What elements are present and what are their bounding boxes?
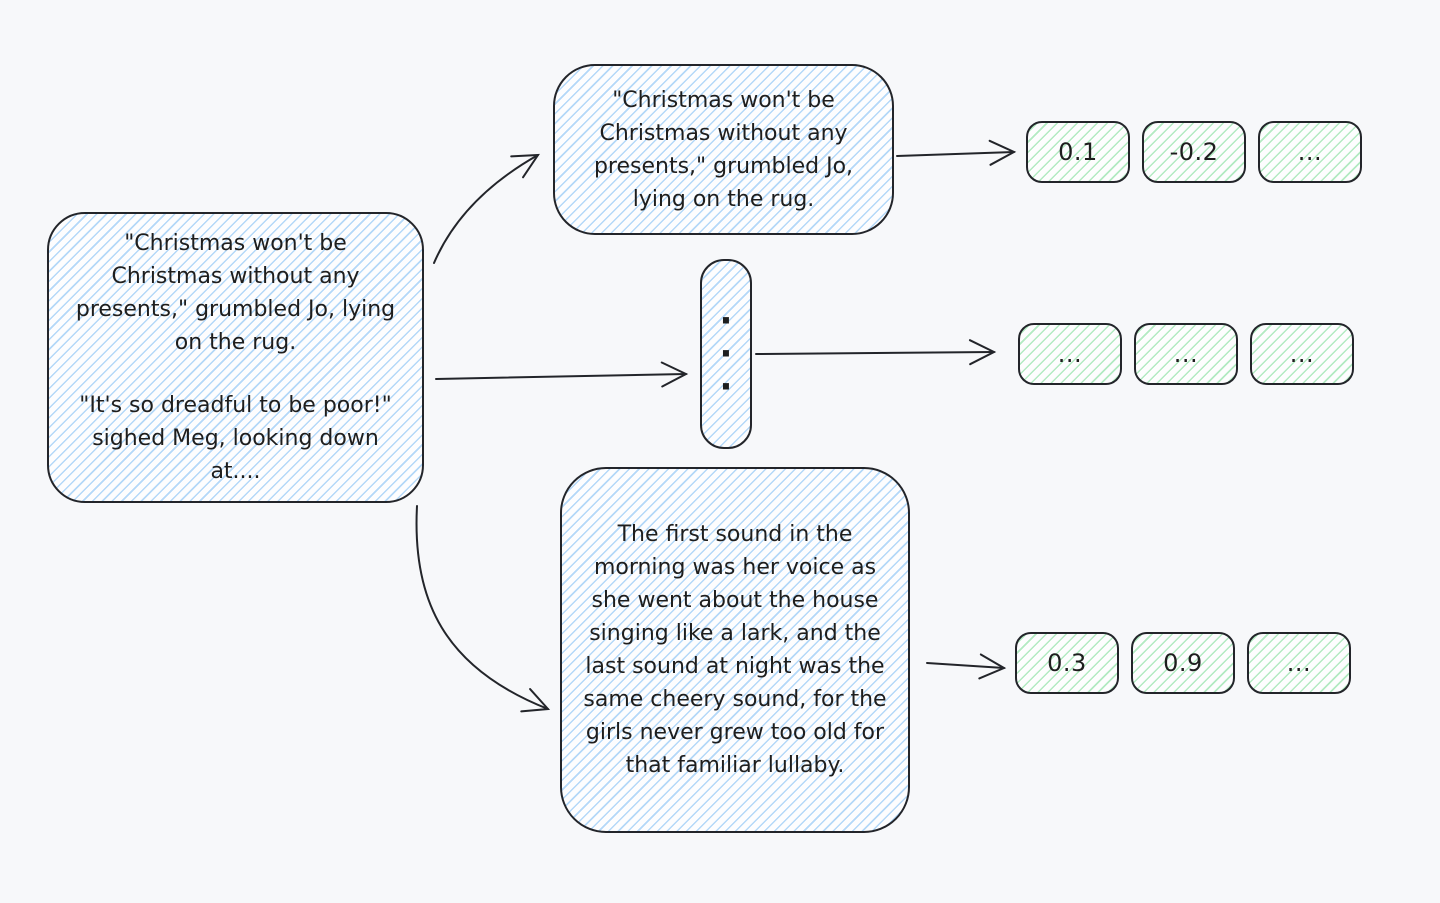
ellipsis-dot: · [719, 301, 733, 341]
embedding-value-box: ... [1250, 323, 1354, 385]
ellipsis-dot: · [719, 367, 733, 407]
arrow-ellipsis-to-vector2 [755, 339, 997, 366]
source-document-box: "Christmas won't be Christmas without an… [47, 212, 424, 503]
embedding-value-box: -0.2 [1142, 121, 1246, 183]
arrow-doc-to-chunk3 [415, 505, 551, 713]
ellipsis-dot: · [719, 334, 733, 374]
embedding-vector-row-3: 0.3 0.9 ... [1015, 632, 1351, 694]
embedding-value-box: ... [1018, 323, 1122, 385]
embedding-value-box: 0.9 [1131, 632, 1235, 694]
document-paragraph-2: "It's so dreadful to be poor!" sighed Me… [79, 393, 392, 484]
embedding-value-box: 0.3 [1015, 632, 1119, 694]
embedding-value-box: ... [1134, 323, 1238, 385]
chunk-box-1: "Christmas won't be Christmas without an… [553, 64, 894, 235]
embedding-value-box: 0.1 [1026, 121, 1130, 183]
chunk-box-3: The first sound in the morning was her v… [560, 467, 910, 833]
chunk-1-text: "Christmas won't be Christmas without an… [593, 87, 854, 212]
embedding-value-box: ... [1258, 121, 1362, 183]
arrow-chunk1-to-vector1 [896, 139, 1017, 166]
embedding-vector-row-1: 0.1 -0.2 ... [1026, 121, 1362, 183]
ellipsis-box: · · · [700, 259, 752, 449]
arrow-doc-to-ellipsis [435, 361, 689, 388]
arrow-doc-to-chunk1 [433, 153, 540, 264]
embedding-value-box: ... [1247, 632, 1351, 694]
document-paragraph-1: "Christmas won't be Christmas without an… [75, 231, 396, 355]
chunk-3-text: The first sound in the morning was her v… [583, 522, 887, 778]
arrow-chunk3-to-vector3 [926, 653, 1007, 680]
embedding-vector-row-2: ... ... ... [1018, 323, 1354, 385]
